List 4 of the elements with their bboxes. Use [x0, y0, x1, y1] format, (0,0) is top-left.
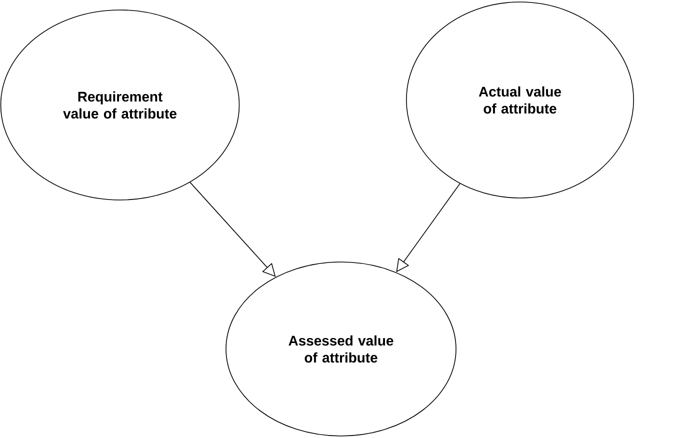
ellipse-node: Actual value of attribute — [406, 2, 634, 198]
ellipse-node: Assessed value of attribute — [226, 262, 456, 436]
arrow — [190, 182, 276, 277]
ellipse-node: Requirement value of attribute — [0, 10, 240, 200]
